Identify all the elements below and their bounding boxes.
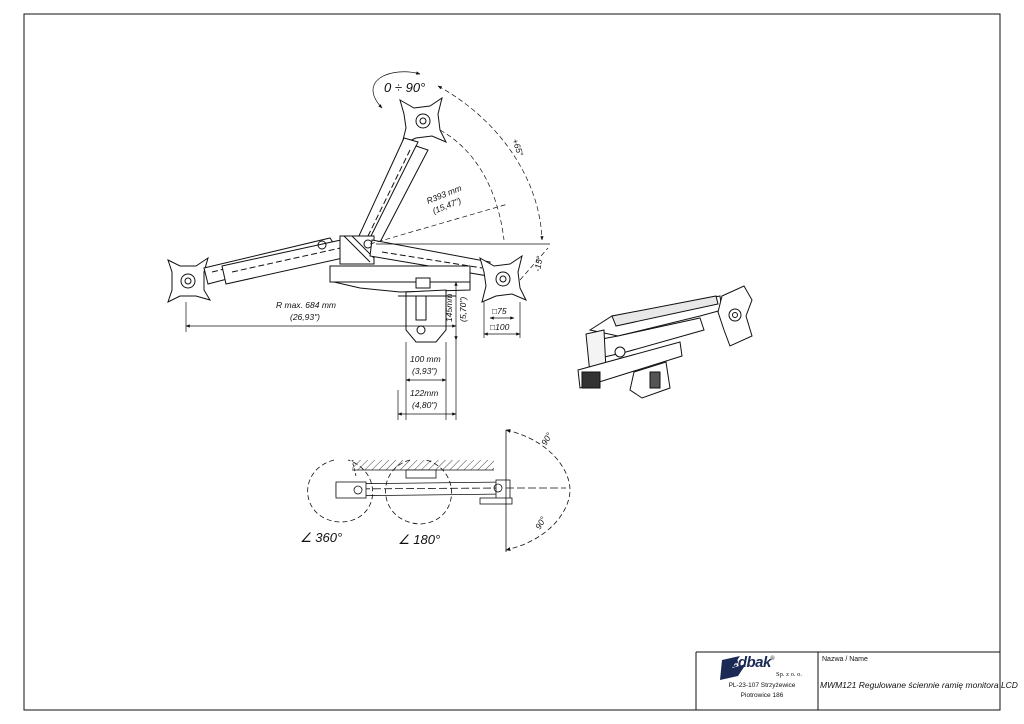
height-in-label: (5,70") bbox=[458, 297, 468, 322]
drawing-frame bbox=[23, 13, 1001, 711]
title-block bbox=[695, 651, 1000, 710]
registered-mark: ® bbox=[770, 655, 775, 662]
swivel-head-top-label: 90° bbox=[539, 430, 554, 447]
base-in-label: (4,80") bbox=[412, 400, 437, 410]
vesa-large-label: □100 bbox=[490, 322, 510, 332]
tilt-down-label: -15° bbox=[532, 255, 545, 273]
swivel-arm-label: ∠ 360° bbox=[300, 530, 342, 545]
company-logo-text: edbak bbox=[730, 654, 771, 671]
top-view bbox=[307, 429, 571, 552]
isometric-view bbox=[577, 285, 753, 399]
dimension-lines-side bbox=[185, 71, 550, 420]
tilt-rotation-arc bbox=[372, 71, 421, 109]
vesa-plate-top bbox=[399, 96, 448, 145]
vesa-plate-left bbox=[167, 256, 212, 303]
side-view-arm bbox=[167, 96, 528, 343]
company-address-line1: PL-23-107 Strzyżewice bbox=[728, 682, 796, 689]
product-title: MWM121 Regulowane ściennie ramię monitor… bbox=[820, 680, 1018, 690]
vesa-small-label: □75 bbox=[492, 306, 507, 316]
reach-in-label: (26,93") bbox=[290, 312, 320, 322]
wall-mount-base bbox=[329, 265, 471, 283]
wall-hatch bbox=[352, 460, 494, 470]
height-mm-label: 145mm bbox=[444, 294, 454, 322]
clamp-mm-label: 100 mm bbox=[410, 354, 441, 364]
tilt-arc-large bbox=[437, 85, 544, 241]
arm-segment-raised bbox=[357, 137, 419, 245]
tilt-up-label: +65° bbox=[510, 137, 526, 158]
clamp-in-label: (3,93") bbox=[412, 366, 437, 376]
base-mm-label: 122mm bbox=[410, 388, 438, 398]
tilt-label: 0 ÷ 90° bbox=[384, 80, 425, 95]
swivel-head-bottom-label: 90° bbox=[533, 514, 548, 531]
swivel-mid-label: ∠ 180° bbox=[398, 532, 440, 547]
vesa-plate-right bbox=[479, 254, 528, 303]
company-suffix: Sp. z o. o. bbox=[776, 671, 802, 678]
name-label: Nazwa / Name bbox=[822, 656, 868, 663]
company-logo bbox=[720, 656, 746, 680]
company-address-line2: Piotrowice 186 bbox=[740, 692, 784, 699]
reach-mm-label: R max. 684 mm bbox=[276, 300, 336, 310]
